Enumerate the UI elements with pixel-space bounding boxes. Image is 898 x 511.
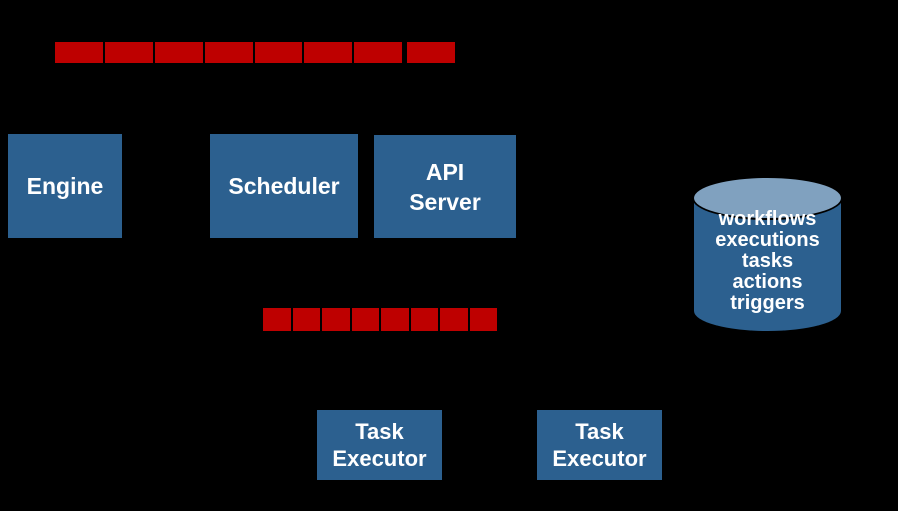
datastore-item-label: tasks xyxy=(741,250,794,272)
api-server-box: API Server xyxy=(374,135,516,238)
queue-segment xyxy=(254,42,303,63)
queue-segment xyxy=(354,42,403,63)
queue-segment xyxy=(407,42,455,63)
queue-segment xyxy=(263,308,291,331)
queue-segment xyxy=(204,42,253,63)
engine-box: Engine xyxy=(8,134,122,238)
queue-segment xyxy=(292,308,320,331)
queue-segment xyxy=(154,42,203,63)
queue-segment xyxy=(55,42,103,63)
datastore-item-label: triggers xyxy=(730,292,805,314)
queue-segment xyxy=(440,308,468,331)
queue-segment xyxy=(381,308,409,331)
datastore-cylinder-top xyxy=(692,176,843,220)
queue-bottom xyxy=(263,308,497,331)
queue-segment xyxy=(322,308,350,331)
queue-segment xyxy=(410,308,438,331)
datastore-item-label: workflows xyxy=(718,208,817,230)
datastore-item-label: actions xyxy=(732,271,803,293)
task-executor-box-1: Task Executor xyxy=(317,410,442,480)
datastore-cylinder-body xyxy=(692,198,843,333)
datastore-item-label: executions xyxy=(715,229,820,251)
queue-segment xyxy=(104,42,153,63)
scheduler-box: Scheduler xyxy=(210,134,358,238)
queue-segment xyxy=(304,42,353,63)
queue-segment xyxy=(351,308,379,331)
task-executor-box-2: Task Executor xyxy=(537,410,662,480)
queue-segment xyxy=(469,308,497,331)
queue-top xyxy=(55,42,455,63)
